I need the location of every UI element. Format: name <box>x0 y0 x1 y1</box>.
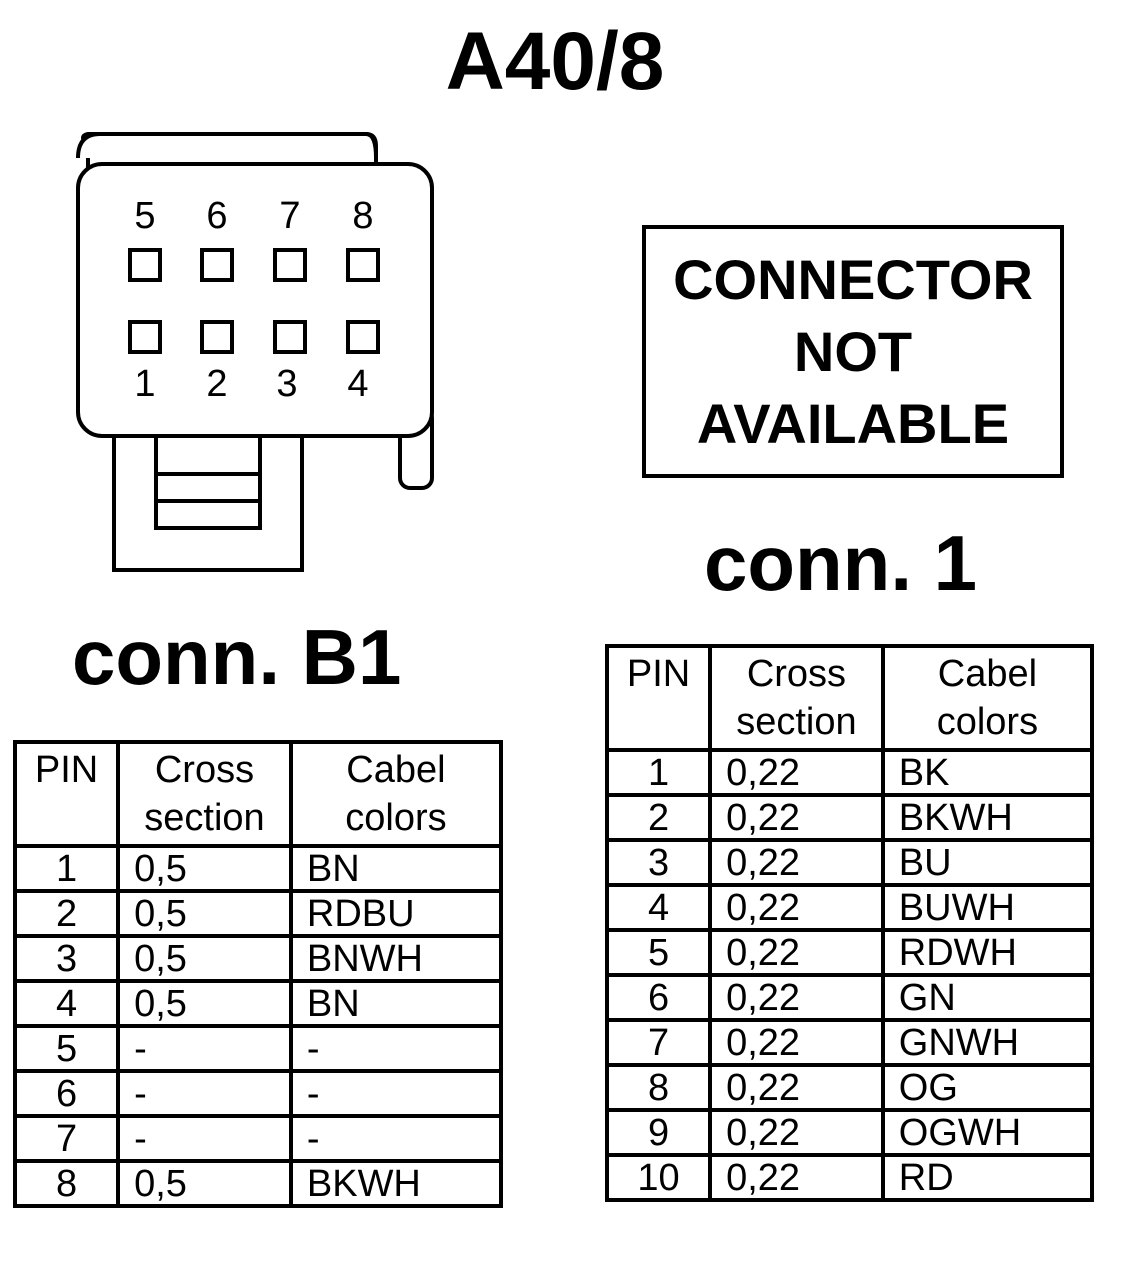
pin-cell: 2 <box>12 889 121 938</box>
pin-cell: 3 <box>12 934 121 983</box>
pin-cell: 2 <box>604 793 713 842</box>
connector-diagram: 5 6 7 8 1 2 3 4 <box>70 128 440 578</box>
cable-color-cell: GN <box>880 973 1095 1022</box>
conn-1-title: conn. 1 <box>704 519 978 607</box>
cable-color-cell: OGWH <box>880 1108 1095 1157</box>
cross-section-cell: 0,22 <box>708 748 885 797</box>
notice-line: CONNECTOR <box>673 247 1033 311</box>
pin-cell: 9 <box>604 1108 713 1157</box>
table-row: 6-- <box>12 1069 504 1118</box>
connector-not-available-box: CONNECTOR NOT AVAILABLE <box>642 225 1064 478</box>
notice-line: NOT <box>793 319 913 383</box>
pin-cell: 10 <box>604 1153 713 1202</box>
pin-label-1: 1 <box>134 363 156 405</box>
cross-section-cell: 0,5 <box>116 889 293 938</box>
pin-cell: 5 <box>604 928 713 977</box>
cross-section-cell: 0,22 <box>708 928 885 977</box>
pin-cell: 6 <box>12 1069 121 1118</box>
pin-cell: 1 <box>12 844 121 893</box>
pin-label-2: 2 <box>206 363 228 405</box>
cross-section-cell: 0,22 <box>708 1018 885 1067</box>
cable-color-cell: - <box>288 1114 504 1163</box>
pin-cell: 7 <box>604 1018 713 1067</box>
cable-color-cell: RDBU <box>288 889 504 938</box>
cable-color-cell: RDWH <box>880 928 1095 977</box>
cross-section-cell: 0,5 <box>116 934 293 983</box>
cross-section-cell: 0,5 <box>116 844 293 893</box>
cable-color-cell: GNWH <box>880 1018 1095 1067</box>
cross-section-cell: 0,22 <box>708 1153 885 1202</box>
page-title: A40/8 <box>445 16 665 107</box>
cable-color-cell: BUWH <box>880 883 1095 932</box>
pin-label-6: 6 <box>206 195 228 237</box>
cable-color-cell: RD <box>880 1153 1095 1202</box>
cross-section-cell: - <box>116 1024 293 1073</box>
cross-section-cell: 0,22 <box>708 1063 885 1112</box>
cable-color-cell: OG <box>880 1063 1095 1112</box>
cross-section-cell: 0,5 <box>116 979 293 1028</box>
pin-cell: 3 <box>604 838 713 887</box>
cross-section-cell: 0,5 <box>116 1159 293 1208</box>
cable-color-cell: - <box>288 1024 504 1073</box>
cross-section-cell: 0,22 <box>708 838 885 887</box>
cross-section-cell: 0,22 <box>708 973 885 1022</box>
table-row: 7-- <box>12 1114 504 1163</box>
cross-section-cell: - <box>116 1114 293 1163</box>
conn-b1-title: conn. B1 <box>72 613 402 701</box>
cable-color-cell: - <box>288 1069 504 1118</box>
pin-cell: 7 <box>12 1114 121 1163</box>
cable-color-cell: BN <box>288 979 504 1028</box>
pin-cell: 4 <box>12 979 121 1028</box>
cable-color-cell: BNWH <box>288 934 504 983</box>
cross-section-cell: - <box>116 1069 293 1118</box>
pin-cell: 8 <box>12 1159 121 1208</box>
cable-color-cell: BK <box>880 748 1095 797</box>
table-row: 5-- <box>12 1024 504 1073</box>
cross-section-cell: 0,22 <box>708 883 885 932</box>
cable-color-cell: BU <box>880 838 1095 887</box>
pin-label-4: 4 <box>347 363 369 405</box>
pin-cell: 1 <box>604 748 713 797</box>
header-pin: PIN <box>12 740 121 848</box>
pin-cell: 6 <box>604 973 713 1022</box>
pin-label-5: 5 <box>134 195 156 237</box>
pin-label-3: 3 <box>276 363 298 405</box>
pin-cell: 5 <box>12 1024 121 1073</box>
pin-label-8: 8 <box>352 195 374 237</box>
notice-line: AVAILABLE <box>696 391 1010 455</box>
cross-section-cell: 0,22 <box>708 1108 885 1157</box>
cable-color-cell: BN <box>288 844 504 893</box>
header-pin: PIN <box>604 644 713 752</box>
pin-cell: 4 <box>604 883 713 932</box>
cable-color-cell: BKWH <box>880 793 1095 842</box>
pin-label-7: 7 <box>279 195 301 237</box>
cable-color-cell: BKWH <box>288 1159 504 1208</box>
connector-outline <box>76 132 434 572</box>
cross-section-cell: 0,22 <box>708 793 885 842</box>
pin-cell: 8 <box>604 1063 713 1112</box>
